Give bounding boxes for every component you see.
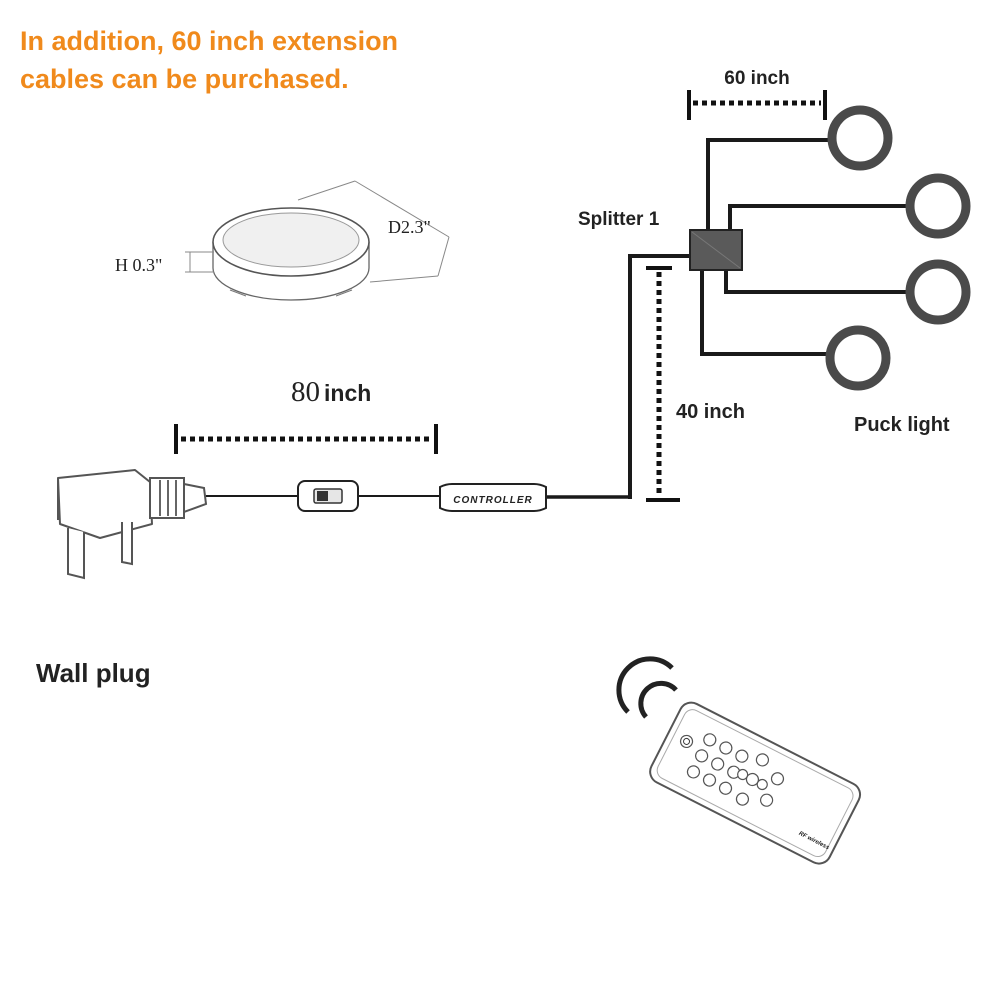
wall-plug-label: Wall plug xyxy=(36,658,151,688)
branch-cable-dimension: 60 inch xyxy=(687,68,827,120)
splitter-label: Splitter 1 xyxy=(578,209,660,230)
wireless-signal-icon xyxy=(616,656,678,719)
puck-light-icon xyxy=(212,207,370,301)
main-cable-unit: inch xyxy=(324,380,371,406)
vertical-cable-dimension: 40 inch xyxy=(646,266,745,502)
splitter-icon xyxy=(689,229,743,271)
puck-light-ring xyxy=(827,105,893,171)
height-label: H 0.3" xyxy=(115,255,162,275)
remote-control-icon: RF wireless xyxy=(649,701,862,865)
puck-light-ring xyxy=(905,173,971,239)
inline-switch-icon xyxy=(297,480,359,512)
main-cable-dimension: 80 inch xyxy=(174,376,438,454)
svg-text:80 inch: 80 inch xyxy=(291,376,371,408)
branch-cables xyxy=(700,138,908,356)
puck-dimension-sketch: D2.3" H 0.3" xyxy=(115,180,450,301)
puck-light-label: Puck light xyxy=(854,414,950,436)
controller-icon: CONTROLLER xyxy=(439,483,547,512)
wall-plug-icon xyxy=(57,469,208,580)
extension-note-line2: cables can be purchased. xyxy=(20,64,349,94)
controller-label: CONTROLLER xyxy=(453,495,532,506)
puck-light-ring xyxy=(905,259,971,325)
extension-note-line1: In addition, 60 inch extension xyxy=(20,26,399,56)
main-cable xyxy=(206,254,692,499)
remote-buttons xyxy=(679,733,785,807)
puck-light-ring xyxy=(825,325,891,391)
branch-cable-label: 60 inch xyxy=(724,68,789,89)
diameter-label: D2.3" xyxy=(388,217,431,237)
extension-note: In addition, 60 inch extension cables ca… xyxy=(20,22,398,98)
vertical-cable-label: 40 inch xyxy=(676,401,745,423)
main-cable-number: 80 xyxy=(291,376,320,408)
puck-lights xyxy=(825,105,971,391)
